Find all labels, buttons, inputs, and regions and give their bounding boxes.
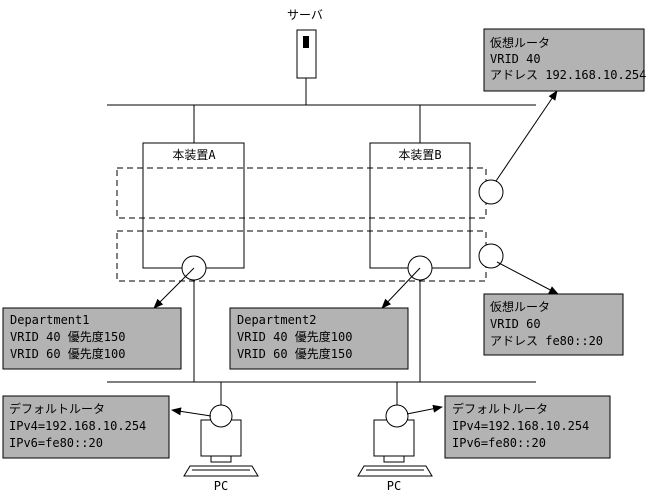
pc-left-icon <box>183 404 259 477</box>
arrow-dept2 <box>381 267 421 309</box>
device-a-label: 本装置A <box>172 148 216 162</box>
pc-right-interface <box>385 404 409 428</box>
arrow-default-router-right <box>406 404 443 415</box>
virtual-router-40-title: 仮想ルータ <box>490 35 550 50</box>
department1-title: Department1 <box>10 313 89 327</box>
default-router-right-title: デフォルトルータ <box>452 401 548 416</box>
virtual-router-60-node <box>478 243 504 269</box>
virtual-router-60-vrid: VRID 60 <box>490 317 541 331</box>
device-b-box <box>369 142 471 269</box>
default-router-left-ipv6: IPv6=fe80::20 <box>9 436 103 450</box>
virtual-router-40-vrid: VRID 40 <box>490 52 541 66</box>
default-router-left-ipv4: IPv4=192.168.10.254 <box>9 419 146 433</box>
default-router-left-callout: デフォルトルータ IPv4=192.168.10.254 IPv6=fe80::… <box>2 395 170 459</box>
virtual-router-60-title: 仮想ルータ <box>490 299 550 314</box>
department2-vrid60: VRID 60 優先度150 <box>237 346 352 361</box>
department1-callout: Department1 VRID 40 優先度150 VRID 60 優先度10… <box>2 307 182 370</box>
device-b-label: 本装置B <box>398 148 441 162</box>
virtual-router-40-callout: 仮想ルータ VRID 40 アドレス 192.168.10.254 <box>483 28 646 92</box>
default-router-right-ipv4: IPv4=192.168.10.254 <box>452 419 589 433</box>
server-label: サーバ <box>287 8 323 22</box>
pc-right-icon <box>357 404 433 477</box>
pc-left-label: PC <box>214 479 228 493</box>
virtual-router-40-address: アドレス 192.168.10.254 <box>490 68 646 82</box>
department1-vrid40: VRID 40 優先度150 <box>10 329 125 344</box>
virtual-router-60-callout: 仮想ルータ VRID 60 アドレス fe80::20 <box>483 293 624 356</box>
arrow-vrouter-60 <box>496 261 559 295</box>
arrow-vrouter-40 <box>495 90 558 182</box>
default-router-right-ipv6: IPv6=fe80::20 <box>452 436 546 450</box>
department2-callout: Department2 VRID 40 優先度100 VRID 60 優先度15… <box>229 307 409 370</box>
virtual-router-40-node <box>478 179 504 205</box>
default-router-right-callout: デフォルトルータ IPv4=192.168.10.254 IPv6=fe80::… <box>444 395 611 459</box>
server-icon <box>296 29 317 79</box>
pc-left-interface <box>209 404 233 428</box>
pc-right-label: PC <box>387 479 401 493</box>
department1-vrid60: VRID 60 優先度100 <box>10 346 125 361</box>
department2-title: Department2 <box>237 313 316 327</box>
arrow-default-router-left <box>171 407 212 417</box>
department2-vrid40: VRID 40 優先度100 <box>237 329 352 344</box>
arrow-dept1 <box>153 267 195 309</box>
virtual-router-60-address: アドレス fe80::20 <box>490 334 603 348</box>
default-router-left-title: デフォルトルータ <box>9 401 105 416</box>
